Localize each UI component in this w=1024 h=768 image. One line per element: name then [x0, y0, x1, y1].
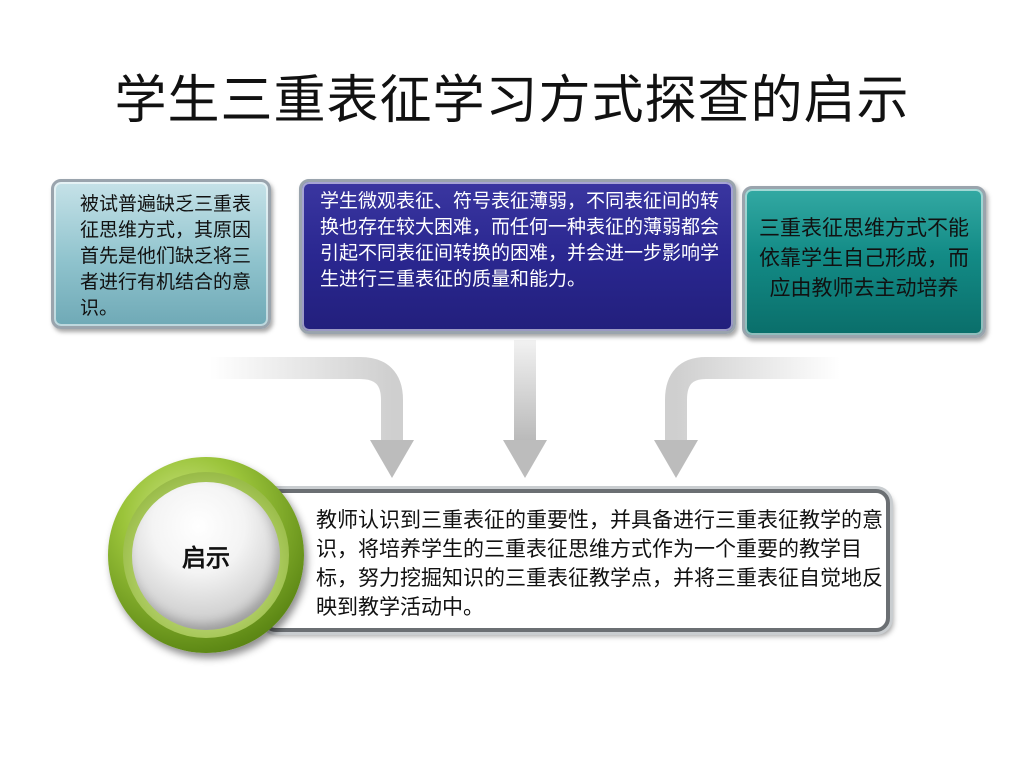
circle-badge-label: 启示 — [182, 544, 230, 572]
slide-title: 学生三重表征学习方式探查的启示 — [114, 71, 910, 131]
arrow-right-head — [654, 440, 698, 478]
arrow-middle — [514, 340, 536, 442]
finding-box-middle: 学生微观表征、符号表征薄弱，不同表征间的转换也存在较大困难，而任何一种表征的薄弱… — [299, 179, 736, 334]
arrow-right — [665, 357, 840, 440]
arrow-middle-head — [503, 440, 547, 478]
conclusion-text: 教师认识到三重表征的重要性，并具备进行三重表征教学的意识，将培养学生的三重表征思… — [316, 508, 883, 619]
finding-box-left: 被试普遍缺乏三重表征思维方式，其原因首先是他们缺乏将三者进行有机结合的意识。 — [51, 179, 271, 329]
conclusion-box — [262, 489, 890, 632]
arrow-left-head — [370, 440, 414, 478]
circle-badge — [132, 482, 280, 630]
arrow-left — [210, 357, 403, 440]
finding-box-right: 三重表征思维方式不能依靠学生自己形成，而应由教师去主动培养 — [742, 186, 986, 338]
